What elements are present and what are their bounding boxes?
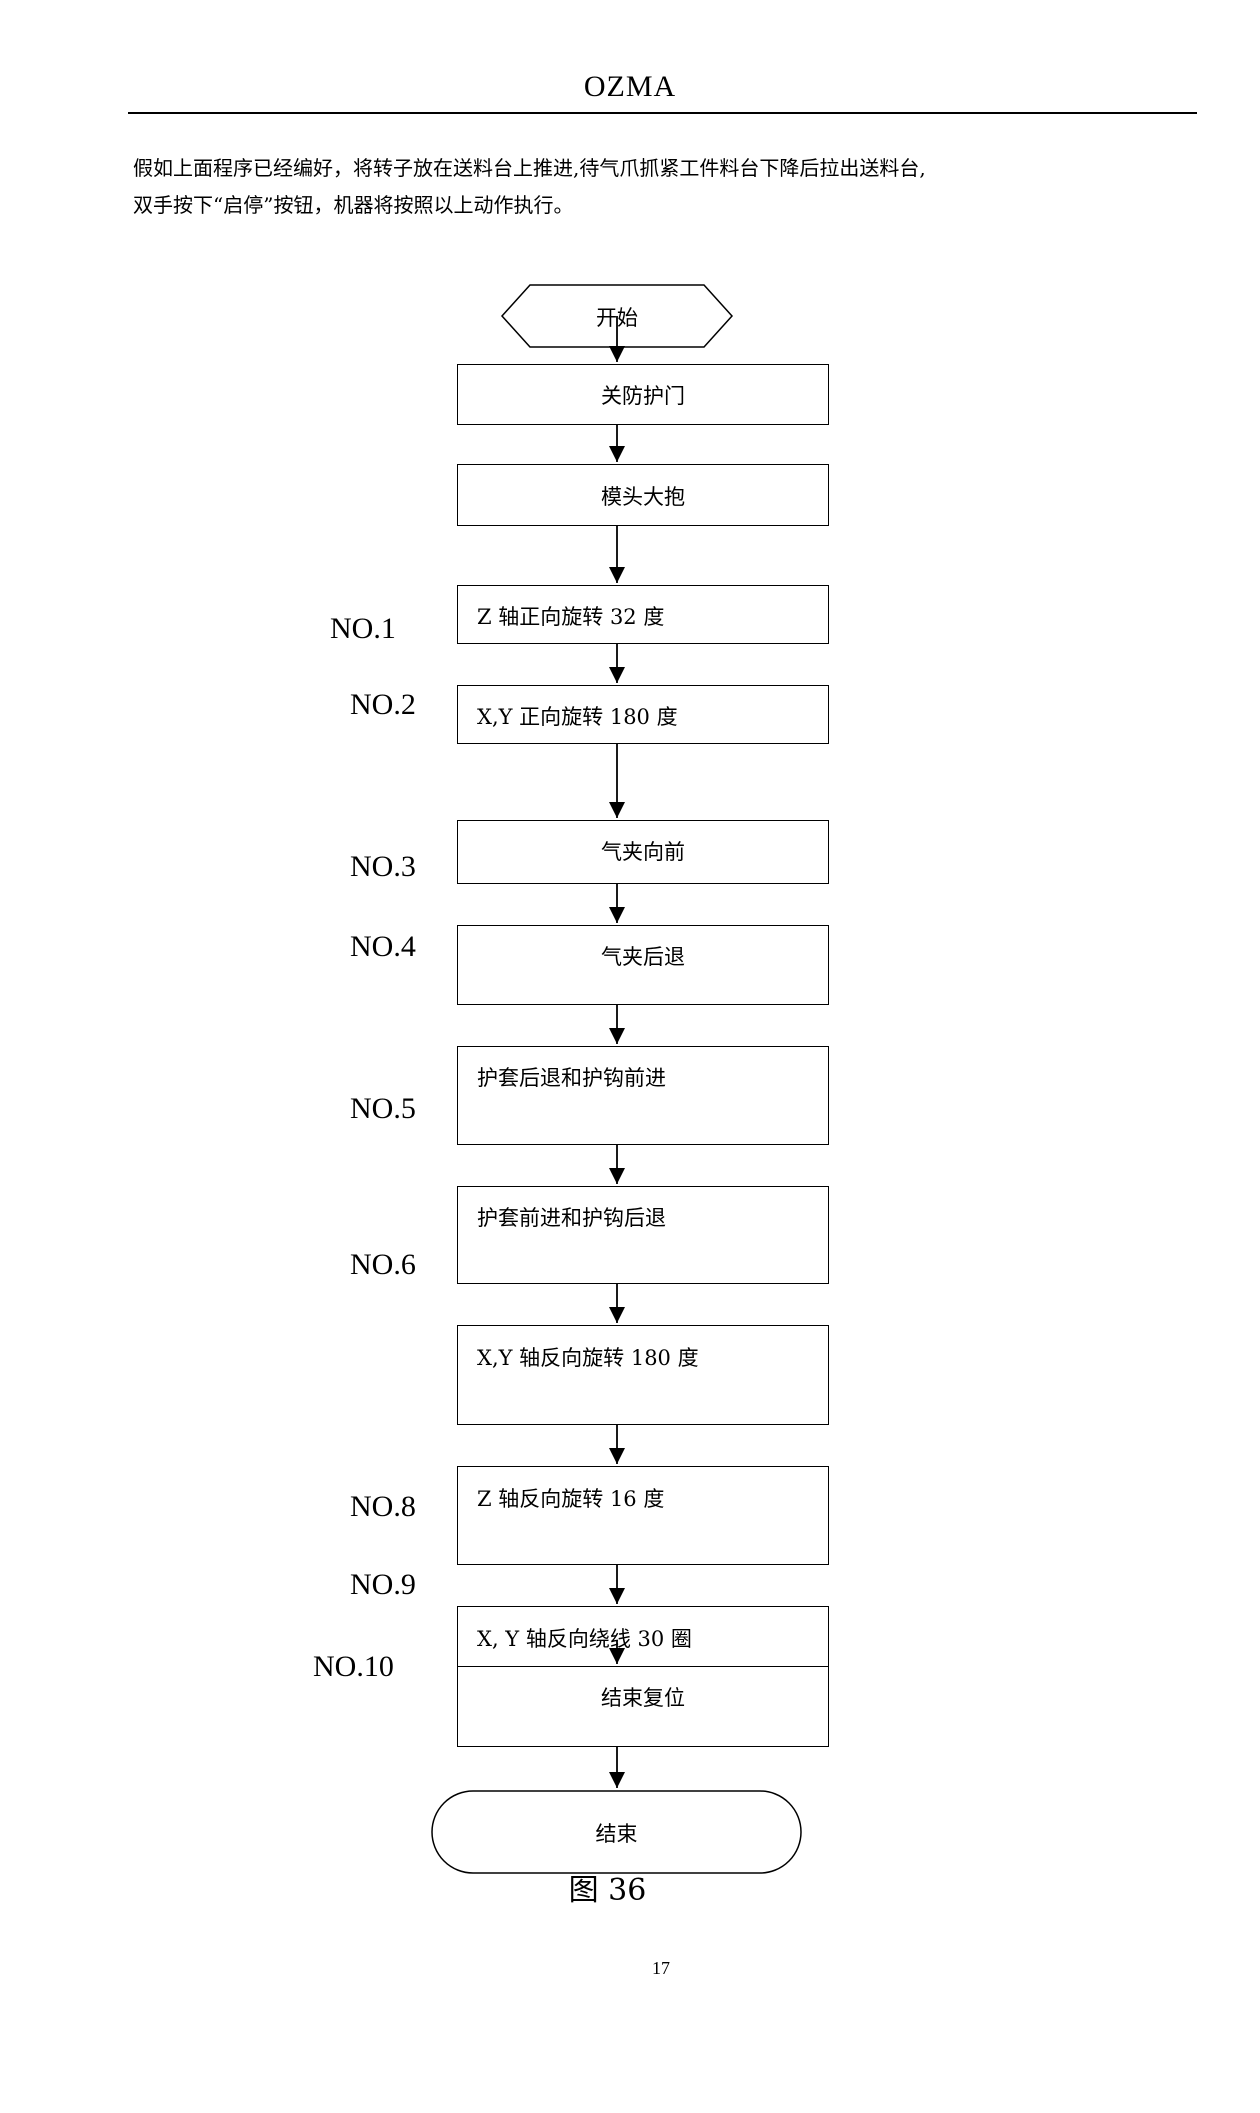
flow-step-text: 模头大抱	[601, 485, 685, 509]
flow-step-close-door: 关防护门	[457, 364, 829, 425]
flow-step-text: X,Y 轴反向旋转 180 度	[477, 1346, 699, 1370]
flow-step-text: 气夹后退	[601, 945, 685, 969]
flow-step-no8: Z 轴反向旋转 16 度	[457, 1466, 829, 1565]
flow-step-no5: 护套后退和护钩前进	[457, 1046, 829, 1145]
step-label-no3: NO.3	[350, 850, 416, 883]
flow-step-text: 关防护门	[601, 384, 685, 408]
flow-step-no9: X, Y 轴反向绕线 30 圈	[457, 1606, 829, 1668]
end-terminal-shape	[431, 1790, 802, 1874]
flow-step-text: 气夹向前	[601, 840, 685, 864]
start-label: 开始	[596, 306, 638, 330]
step-label-no10: NO.10	[313, 1650, 394, 1683]
flow-step-text: 结束复位	[601, 1686, 685, 1710]
intro-line-2: 双手按下“启停”按钮，机器将按照以上动作执行。	[133, 193, 574, 217]
page-number: 17	[652, 1958, 670, 1978]
flow-step-die-clamp: 模头大抱	[457, 464, 829, 526]
flow-step-text: Z 轴正向旋转 32 度	[477, 605, 665, 629]
figure-caption: 图 36	[568, 1873, 647, 1908]
flow-step-no10: 结束复位	[457, 1666, 829, 1747]
flow-step-no4: 气夹后退	[457, 925, 829, 1005]
step-label-no2: NO.2	[350, 688, 416, 721]
intro-line-1: 假如上面程序已经编好，将转子放在送料台上推进,待气爪抓紧工件料台下降后拉出送料台…	[133, 156, 926, 180]
flow-step-text: X,Y 正向旋转 180 度	[477, 705, 678, 729]
flow-step-text: 护套前进和护钩后退	[477, 1206, 666, 1230]
flow-step-text: X, Y 轴反向绕线 30 圈	[477, 1627, 692, 1651]
header-divider	[128, 112, 1197, 114]
intro-paragraph: 假如上面程序已经编好，将转子放在送料台上推进,待气爪抓紧工件料台下降后拉出送料台…	[133, 150, 1203, 224]
step-label-no8: NO.8	[350, 1490, 416, 1523]
flow-step-no2: X,Y 正向旋转 180 度	[457, 685, 829, 744]
flow-step-xy-reverse: X,Y 轴反向旋转 180 度	[457, 1325, 829, 1425]
flow-step-no6: 护套前进和护钩后退	[457, 1186, 829, 1284]
step-label-no5: NO.5	[350, 1092, 416, 1125]
page-header-title: OZMA	[583, 70, 677, 103]
flow-step-no3: 气夹向前	[457, 820, 829, 884]
step-label-no4: NO.4	[350, 930, 416, 963]
step-label-no1: NO.1	[330, 612, 396, 645]
step-label-no6: NO.6	[350, 1248, 416, 1281]
step-label-no9: NO.9	[350, 1568, 416, 1601]
flow-step-text: 护套后退和护钩前进	[477, 1066, 666, 1090]
end-label: 结束	[595, 1822, 638, 1846]
flow-step-text: Z 轴反向旋转 16 度	[477, 1487, 665, 1511]
flow-step-no1: Z 轴正向旋转 32 度	[457, 585, 829, 644]
